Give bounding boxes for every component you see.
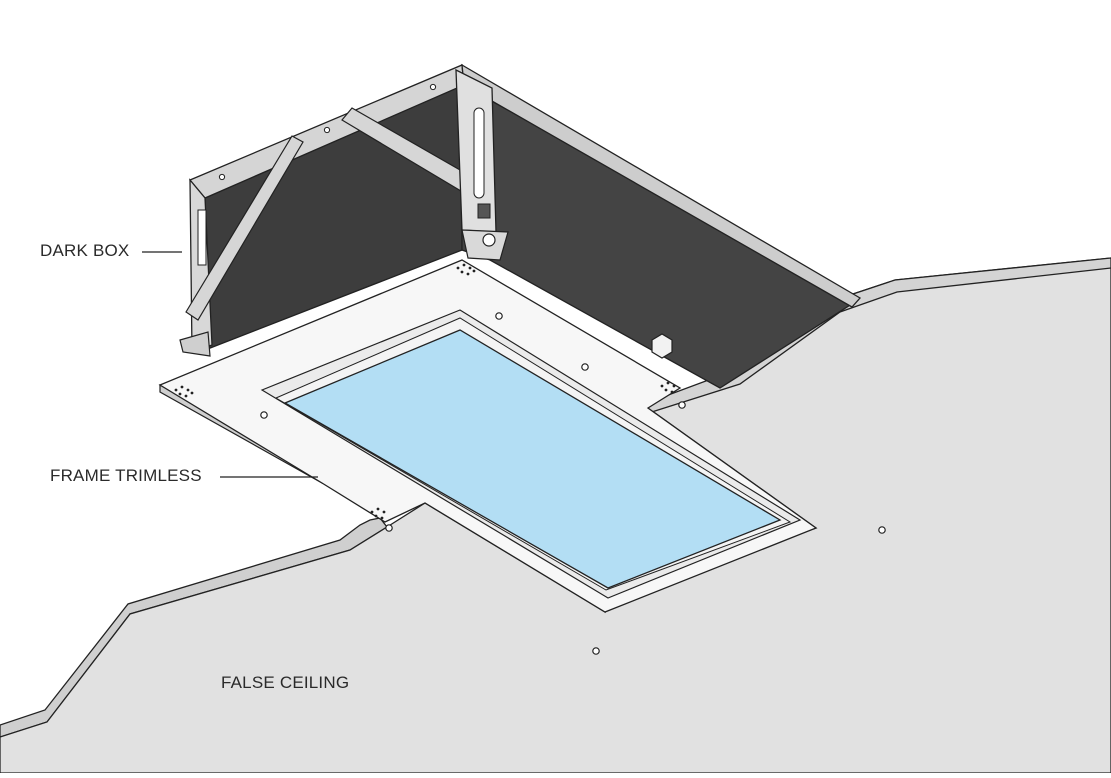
false-ceiling-label: FALSE CEILING [221,673,350,692]
frame-trimless-label: FRAME TRIMLESS [50,466,202,485]
diffuser-glass [283,329,782,589]
dark-box [179,63,862,389]
dark-box-label: DARK BOX [40,241,130,260]
ceiling-screw [878,526,886,534]
frame-trimless [158,259,818,613]
ceiling-screw [592,647,600,655]
